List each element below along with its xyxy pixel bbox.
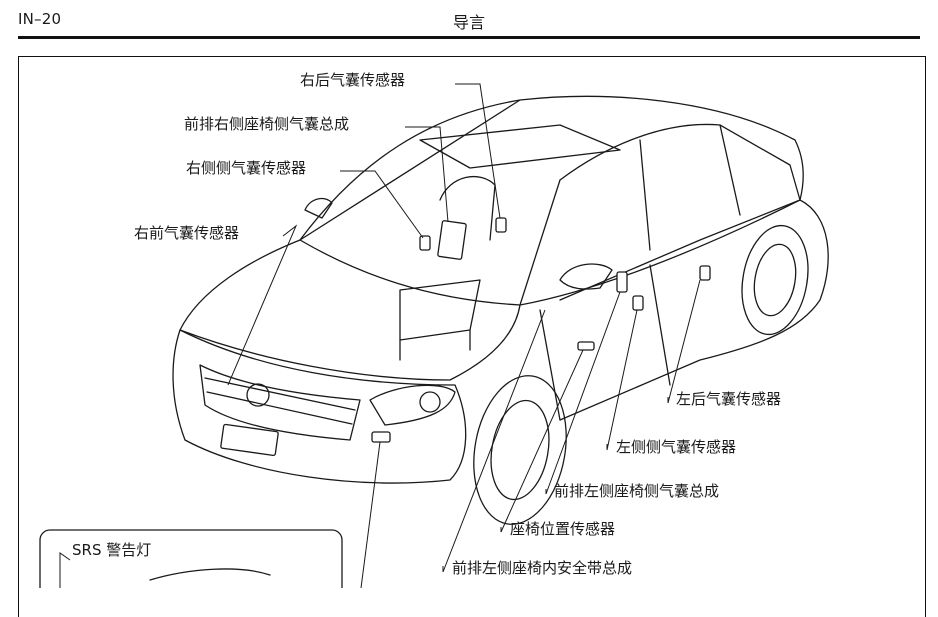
left-side-airbag-sensor-mark	[632, 295, 644, 311]
label-front-right-seat-side-airbag: 前排右侧座椅侧气囊总成	[184, 115, 349, 133]
header-rule	[18, 36, 920, 39]
label-front-left-seat-side-airbag: 前排左侧座椅侧气囊总成	[554, 482, 719, 500]
label-srs-warning-light: SRS 警告灯	[72, 541, 151, 559]
rear-wheel	[741, 224, 809, 336]
left-rear-airbag-sensor-mark	[699, 265, 711, 281]
label-right-side-airbag-sensor: 右侧侧气囊传感器	[186, 159, 306, 177]
leader-front-right-seat	[405, 126, 449, 223]
headlight	[369, 384, 456, 426]
label-right-front-airbag-sensor: 右前气囊传感器	[134, 224, 239, 242]
leader-right-side	[340, 170, 424, 239]
leader-seat-belt	[442, 309, 546, 573]
grille	[199, 364, 361, 441]
leader-right-rear	[455, 83, 501, 219]
right-front-airbag-sensor-mark	[371, 431, 391, 443]
car-front	[172, 329, 467, 484]
label-seat-position-sensor: 座椅位置传感器	[510, 520, 615, 538]
label-left-side-airbag-sensor: 左侧侧气囊传感器	[616, 438, 736, 456]
leader-left-side	[606, 309, 638, 451]
figure-frame	[18, 56, 926, 617]
front-right-seat-side-airbag-mark	[437, 220, 467, 260]
front-wheel	[473, 375, 567, 525]
emblem	[246, 383, 270, 407]
car-roof-outline	[299, 95, 804, 241]
label-right-rear-airbag-sensor: 右后气囊传感器	[300, 71, 405, 89]
vehicle-illustration: 右后气囊传感器 前排右侧座椅侧气囊总成 右侧侧气囊传感器 右前气囊传感器 左后气…	[39, 71, 829, 588]
label-front-left-seat-inner-belt: 前排左侧座椅内安全带总成	[452, 559, 632, 577]
windshield	[299, 99, 561, 306]
srs-inset	[39, 529, 343, 588]
side-windows	[559, 123, 801, 301]
label-left-rear-airbag-sensor: 左后气囊传感器	[676, 390, 781, 408]
page-title: 导言	[452, 13, 485, 32]
car-hood	[179, 239, 521, 381]
leader-seat-position	[500, 349, 584, 533]
seat-position-sensor-mark	[577, 341, 595, 351]
right-rear-airbag-sensor-mark	[495, 217, 507, 233]
leader-front-left-seat	[545, 291, 621, 495]
leader-left-rear	[667, 279, 701, 404]
sunroof	[419, 124, 621, 169]
right-side-airbag-sensor-mark	[419, 235, 431, 251]
leader-front-sensor	[360, 441, 381, 588]
right-mirror	[304, 197, 333, 219]
left-mirror	[559, 263, 613, 290]
page-number: IN–20	[18, 10, 62, 28]
leader-srs-light	[59, 552, 71, 588]
license-plate	[220, 423, 279, 457]
seat-outline	[399, 176, 496, 341]
leader-right-front	[227, 224, 298, 386]
front-left-seat-side-airbag-mark	[616, 271, 628, 293]
